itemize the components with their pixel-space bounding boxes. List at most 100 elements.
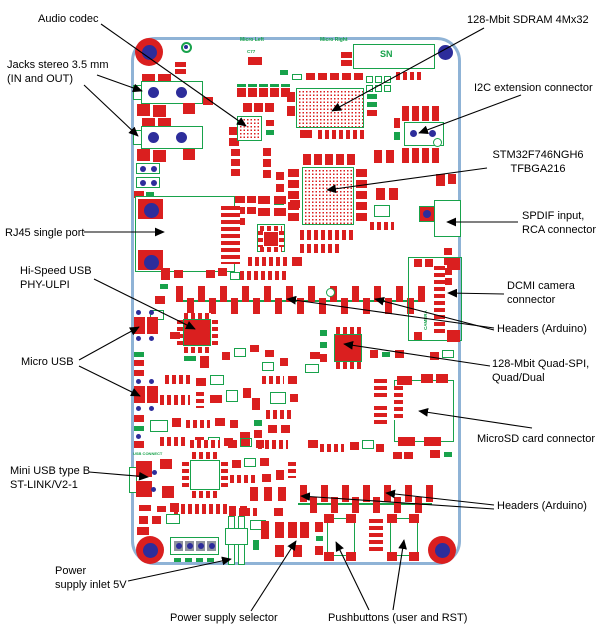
- pcb-part-go: [170, 537, 219, 555]
- pcb-part-r: [175, 69, 186, 74]
- callout-audio-codec: Audio codec: [38, 12, 138, 26]
- pcb-part-wo: [136, 177, 160, 188]
- pcb-part-wo: [270, 392, 286, 404]
- pcb-part-g: [444, 452, 452, 457]
- pcb-part-r: [229, 138, 239, 146]
- pcb-part-r: [409, 552, 419, 561]
- pcb-part-r: [139, 516, 148, 524]
- pcb-part-r: [152, 516, 161, 524]
- pcb-part-bd: [423, 210, 431, 218]
- pcb-part-r: [237, 88, 246, 97]
- pcb-part-r: [243, 103, 252, 112]
- pcb-part-r: [325, 154, 333, 165]
- pcb-part-r: [290, 394, 298, 402]
- pcb-part-r: [263, 148, 271, 156]
- pcb-part-r: [275, 545, 284, 557]
- pcb-part-r: [229, 127, 239, 135]
- pcb-part-r: [198, 286, 205, 302]
- pcb-part-r: [256, 440, 264, 448]
- pcb-part-wo: [150, 420, 168, 432]
- arrow-usb-hs-phy: [93, 278, 196, 330]
- pcb-part-circ_go: [433, 138, 442, 147]
- callout-i2c-connector: I2C extension connector: [474, 81, 599, 95]
- pcb-part-r: [308, 440, 318, 448]
- pcb-part-r: [161, 268, 170, 280]
- callout-micro-usb: Micro USB: [21, 355, 81, 369]
- callout-headers-arduino-mid-line: Headers (Arduino): [497, 323, 587, 335]
- pcb-part-r: [425, 259, 433, 267]
- arrow-micro-usb: [78, 326, 140, 361]
- callout-mini-usb-stlink-line: ST-LINK/V2-1: [10, 479, 78, 491]
- pcb-part-bd: [140, 180, 146, 186]
- pcb-part-rsv: [318, 130, 364, 139]
- pcb-part-r: [395, 350, 404, 358]
- pcb-part-r: [155, 296, 165, 304]
- pcb-part-r: [234, 196, 245, 203]
- pcb-part-g: [320, 342, 327, 348]
- pcb-part-r: [162, 486, 174, 498]
- pcb-part-bd: [149, 379, 154, 384]
- arrow-headers-arduino-bottom: [300, 492, 495, 510]
- pcb-part-bd: [149, 310, 154, 315]
- pcb-part-bd: [136, 434, 141, 439]
- pcb-part-r: [393, 452, 402, 459]
- pcb-part-r: [318, 73, 327, 80]
- pcb-part-r: [265, 350, 274, 357]
- pcb-part-r: [424, 437, 441, 446]
- pcb-part-r: [341, 60, 352, 66]
- pcb-part-go: [375, 76, 382, 83]
- pcb-part-rsh: [374, 406, 387, 426]
- pcb-part-bd: [148, 132, 159, 143]
- pcb-part-r: [147, 317, 158, 334]
- pcb-part-r: [346, 552, 356, 561]
- silk-text: SN: [380, 49, 393, 59]
- pcb-part-r: [288, 191, 299, 199]
- callout-spdif: SPDIF input,RCA connector: [522, 209, 600, 237]
- arrow-pushbuttons: [335, 541, 370, 611]
- pcb-part-r: [352, 286, 359, 302]
- callout-mini-usb-stlink-line: Mini USB type B: [10, 465, 91, 477]
- mount-hole-top-right: [437, 44, 453, 60]
- pcb-part-r: [315, 522, 323, 532]
- pcb-part-r: [447, 258, 460, 270]
- pcb-part-r: [412, 106, 419, 121]
- pcb-part-r: [293, 545, 302, 557]
- callout-jacks-stereo-line: (IN and OUT): [7, 73, 74, 85]
- pcb-part-r: [275, 298, 282, 314]
- pcb-part-r: [288, 169, 299, 177]
- pcb-part-rsv: [300, 244, 340, 253]
- pcb-part-r: [352, 497, 359, 513]
- pcb-part-r: [386, 150, 394, 163]
- pcb-part-rsh: [221, 206, 240, 264]
- mount-hole-bottom-right: [434, 542, 450, 558]
- pcb-part-r: [336, 154, 344, 165]
- pcb-part-r: [206, 270, 215, 278]
- callout-headers-arduino-bottom-line: Headers (Arduino): [497, 500, 587, 512]
- pcb-part-r: [448, 174, 456, 184]
- pcb-part-g: [254, 420, 262, 426]
- pcb-part-bd: [151, 487, 156, 492]
- pcb-part-rsh: [212, 320, 218, 347]
- pcb-part-r: [394, 118, 400, 128]
- arrow-sdram: [331, 27, 485, 112]
- pcb-part-r: [347, 154, 355, 165]
- pcb-part-r: [407, 298, 414, 314]
- arrow-audio-codec: [100, 23, 247, 127]
- pcb-part-r: [215, 418, 225, 426]
- pcb-part-r: [444, 278, 452, 285]
- pcb-part-go: [362, 440, 374, 449]
- pcb-part-r: [263, 159, 271, 167]
- pcb-part-go: [210, 375, 224, 385]
- pcb-part-r: [297, 298, 304, 314]
- pcb-part-r: [134, 415, 144, 422]
- callout-power-selector: Power supply selector: [170, 611, 282, 625]
- pcb-part-go: [442, 350, 454, 358]
- pcb-part-r: [261, 521, 269, 539]
- pcb-part-r: [376, 444, 384, 452]
- pcb-part-r: [308, 286, 315, 302]
- callout-audio-codec-line: Audio codec: [38, 13, 99, 25]
- pcb-part-r: [287, 92, 295, 102]
- pcb-part-r: [247, 196, 256, 203]
